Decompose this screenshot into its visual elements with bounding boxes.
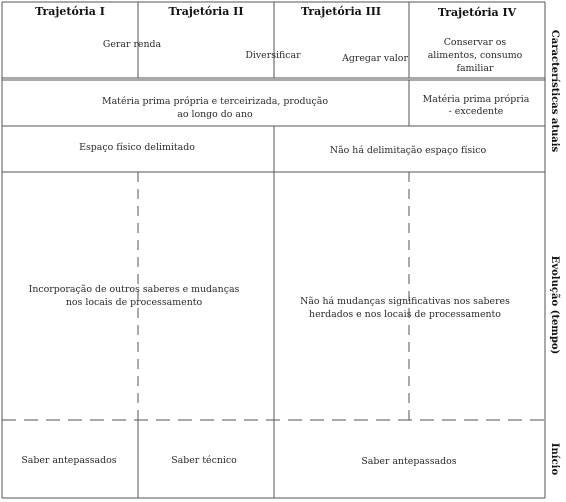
side-label-caracteristicas: Características atuais bbox=[549, 30, 560, 153]
cell-conservar-line1: Conservar os bbox=[444, 37, 507, 48]
cell-materia-prima-line1: Matéria prima própria e terceirizada, pr… bbox=[102, 96, 328, 107]
cell-nao-mudancas-line2: herdados e nos locais de processamento bbox=[309, 309, 501, 320]
cell-materia-propria-line1: Matéria prima própria bbox=[423, 94, 530, 105]
cell-materia-propria-line2: - excedente bbox=[449, 106, 504, 117]
cell-saber-antepassados-1: Saber antepassados bbox=[21, 455, 116, 466]
cell-conservar-line2: alimentos, consumo bbox=[428, 50, 523, 61]
cell-diversificar: Diversificar bbox=[245, 50, 301, 61]
header-trajetoria-3: Trajetória III bbox=[301, 5, 381, 18]
header-trajetoria-4: Trajetória IV bbox=[438, 6, 517, 19]
cell-materia-prima-line2: ao longo do ano bbox=[177, 109, 253, 120]
header-trajetoria-2: Trajetória II bbox=[169, 5, 244, 18]
side-label-evolucao: Evolução (tempo) bbox=[549, 256, 560, 355]
grid-lines bbox=[1, 1, 546, 499]
side-label-inicio: Início bbox=[549, 443, 560, 476]
cell-nao-delimitacao: Não há delimitação espaço físico bbox=[330, 145, 487, 156]
cell-nao-mudancas-line1: Não há mudanças significativas nos saber… bbox=[300, 296, 510, 307]
header-trajetoria-1: Trajetória I bbox=[35, 5, 105, 18]
cell-conservar-line3: familiar bbox=[456, 63, 494, 74]
cell-saber-tecnico: Saber técnico bbox=[171, 455, 237, 466]
cell-gerar-renda: Gerar renda bbox=[103, 39, 162, 50]
cell-agregar-valor: Agregar valor bbox=[341, 53, 408, 64]
cell-saber-antepassados-2: Saber antepassados bbox=[361, 456, 456, 467]
cell-incorporacao-line1: Incorporação de outros saberes e mudança… bbox=[29, 284, 240, 295]
cell-espaco-fisico: Espaço físico delimitado bbox=[79, 142, 195, 153]
cell-incorporacao-line2: nos locais de processamento bbox=[66, 297, 203, 308]
